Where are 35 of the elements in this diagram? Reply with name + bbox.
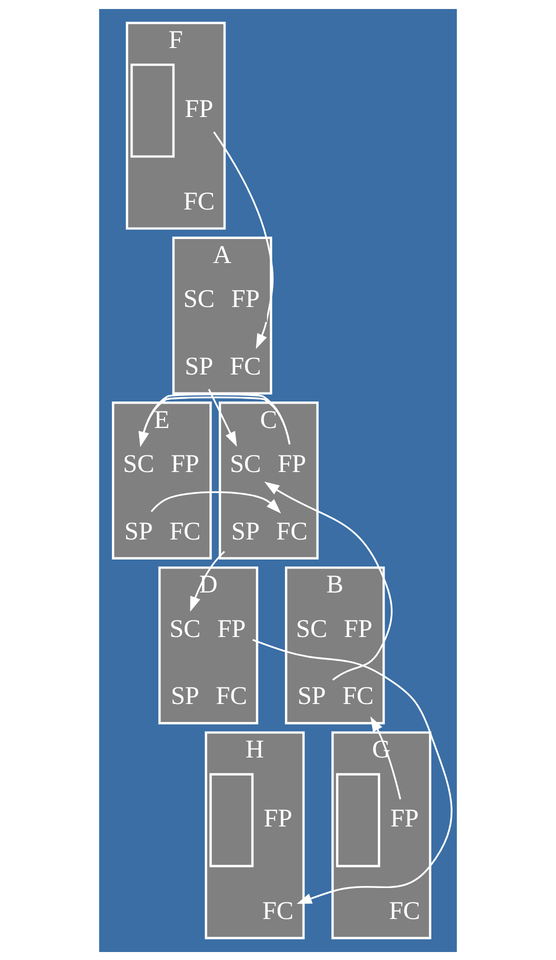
arrow xyxy=(190,550,226,612)
node-box xyxy=(336,772,380,867)
node-text: SC xyxy=(230,448,262,478)
node-text: FC xyxy=(388,896,420,925)
node-text: FP xyxy=(184,94,214,123)
node-text: SC xyxy=(123,448,154,478)
node-text: SC xyxy=(183,283,215,312)
arrow xyxy=(150,490,282,513)
node-text: SC xyxy=(169,613,201,642)
node-text: SP xyxy=(184,350,214,380)
node-text: FP xyxy=(278,448,306,478)
node-text: FC xyxy=(262,896,294,925)
node-text: SP xyxy=(124,516,153,545)
node-text: FC xyxy=(183,186,215,215)
arrow xyxy=(213,130,274,349)
node-text: FC xyxy=(216,680,248,710)
node-text: FP xyxy=(231,283,260,312)
node-text: FC xyxy=(169,516,201,545)
node-text: SP xyxy=(231,516,260,545)
arrow xyxy=(208,388,237,446)
node-text: FP xyxy=(170,448,200,478)
node-text: FP xyxy=(264,803,292,832)
node-text: FC xyxy=(276,516,308,545)
node-box xyxy=(209,772,254,867)
arrow xyxy=(138,393,290,446)
node-box xyxy=(130,63,175,158)
node-text: FP xyxy=(390,803,419,832)
node-text: SP xyxy=(297,680,326,710)
node-text: FP xyxy=(344,613,372,642)
node-text: FC xyxy=(342,680,374,710)
node-text: SC xyxy=(296,613,328,642)
node-text: SP xyxy=(170,680,200,710)
node-text: FC xyxy=(230,350,262,380)
arrow xyxy=(264,481,393,680)
node-text: FP xyxy=(217,613,246,642)
